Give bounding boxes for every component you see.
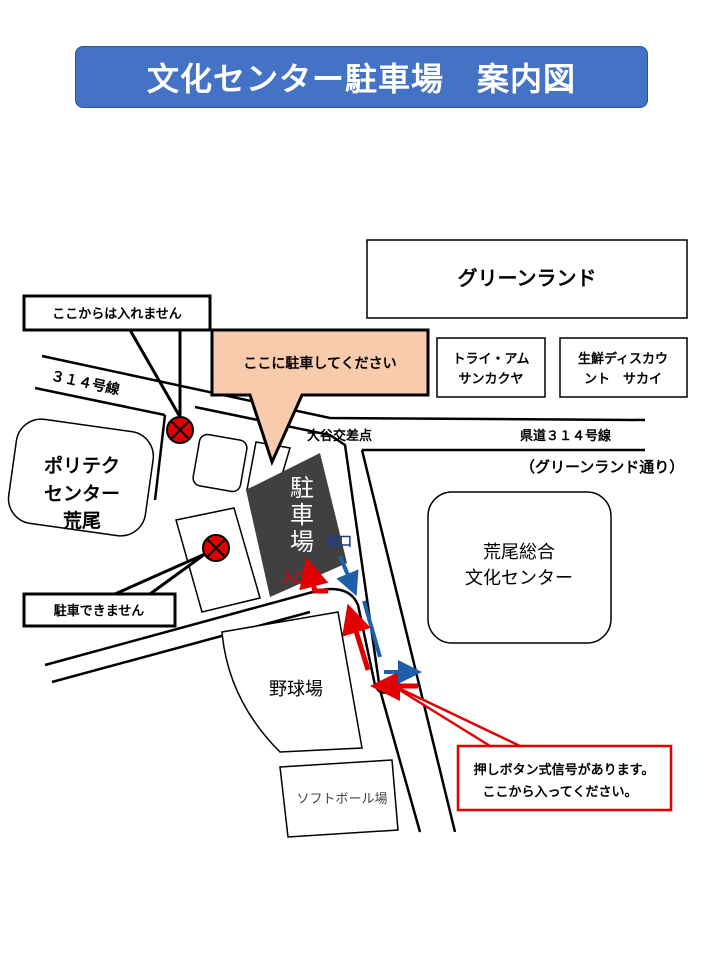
no-entry-text: ここからは入れません xyxy=(52,307,182,322)
softball-field xyxy=(279,759,399,838)
entrance-label: 入口 xyxy=(282,571,308,586)
bunka-center-label-1: 荒尾総合 xyxy=(483,542,555,563)
triam-box xyxy=(436,337,546,398)
lot-box xyxy=(192,433,248,493)
intersection-label: 大谷交差点 xyxy=(307,428,372,444)
polytech-label-2: センター xyxy=(44,483,120,505)
polytech-label-3: 荒尾 xyxy=(63,509,101,532)
polytech-label-1: ポリテク xyxy=(44,454,120,477)
exit-label: 出口 xyxy=(326,534,352,550)
triam-label-2: サンカクヤ xyxy=(458,372,523,387)
signal-text-1: 押しボタン式信号があります。 xyxy=(474,762,655,778)
sakai-label-1: 生鮮ディスカウ xyxy=(578,351,668,367)
entry-route-arrow xyxy=(299,557,418,701)
prefectural-road-label: 県道３１４号線 xyxy=(520,428,612,444)
no-parking-text: 駐車できません xyxy=(54,603,145,619)
parking-label-2: 車 xyxy=(290,501,314,529)
parking-label-3: 場 xyxy=(290,528,314,556)
baseball-label: 野球場 xyxy=(269,679,323,700)
exit-route-arrow xyxy=(336,555,422,684)
bunka-center-building xyxy=(427,491,612,644)
parking-label-1: 駐 xyxy=(290,474,314,502)
softball-label: ソフトボール場 xyxy=(296,792,387,807)
no-entry-callout: ここからは入れません xyxy=(22,294,212,418)
baseball-field xyxy=(221,611,363,753)
no-parking-callout: 駐車できません xyxy=(22,552,206,628)
sakai-label-2: ント サカイ xyxy=(584,372,662,387)
page-title: 文化センター駐車場 案内図 xyxy=(75,46,648,108)
polytech-building xyxy=(7,418,155,537)
park-here-callout: ここに駐車してください xyxy=(210,328,430,467)
greenland-label: グリーンランド xyxy=(458,266,597,290)
no-parking-icon xyxy=(202,534,230,562)
greenland-box xyxy=(366,239,688,319)
signal-text-2: ここから入ってください。 xyxy=(483,785,638,800)
triam-label-1: トライ・アム xyxy=(452,352,529,367)
sakai-box xyxy=(559,337,688,398)
no-entry-icon xyxy=(166,416,194,444)
bunka-center-label-2: 文化センター xyxy=(465,568,573,589)
greenland-street-label: （グリーンランド通り） xyxy=(520,458,684,476)
park-here-text: ここに駐車してください xyxy=(243,355,396,372)
signal-callout: 押しボタン式信号があります。 ここから入ってください。 xyxy=(389,682,673,812)
